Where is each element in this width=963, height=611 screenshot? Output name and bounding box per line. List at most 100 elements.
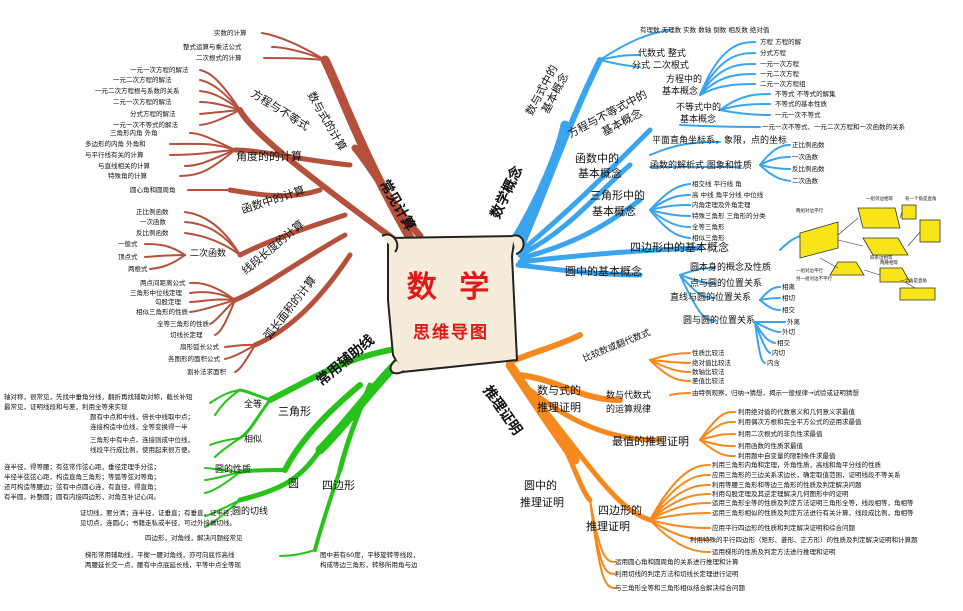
- leaf: 由特例观察，归纳→猜想，揭示一般规律→试验或证明猜想: [692, 389, 859, 397]
- leaf: 差值比较法: [692, 377, 725, 385]
- center-title: 数 学: [406, 270, 496, 305]
- note: 证切线，要分清；连半径，证垂直；有垂直，证半径；: [80, 509, 236, 517]
- leaf: 分式方程的解法: [130, 110, 176, 118]
- note: 连半径，得等腰；有弦常作弦心距，垂径定理手分弦；: [4, 463, 160, 471]
- leaf: 切线长定理: [170, 331, 203, 339]
- leaf: 外离: [787, 318, 800, 326]
- node-rule-1: 数与代数式: [606, 391, 652, 401]
- leaf: 分式 二次根式: [632, 61, 689, 71]
- leaf: 二元一次方程组: [760, 80, 806, 88]
- leaf: 运用圆心角和圆周角的关系进行推理和计算: [615, 558, 739, 566]
- leaf: 不等式的基本性质: [775, 100, 827, 108]
- leaf: 特殊角的计算: [108, 172, 147, 180]
- leaf: 利用二次根式的非负性求最值: [738, 430, 823, 438]
- leaf: 一元二次方程的解法: [113, 76, 172, 84]
- leaf: 平面直角坐标系，象限，点的坐标: [652, 136, 788, 146]
- leaf: 相似三角形的性质: [136, 308, 188, 316]
- leaf: 与平行线有关的计算: [85, 151, 144, 159]
- leaf: 整式运算与乘法公式: [183, 43, 242, 51]
- leaf: 特殊三角形 三角形的分类: [692, 212, 766, 220]
- leaf: 相离: [782, 283, 795, 291]
- node-circle-tangent: 圆的切线: [232, 507, 269, 517]
- diagram-label: 另一组对边不平行: [796, 277, 832, 282]
- node-eq-concept-1: 方程中的: [666, 75, 703, 85]
- leaf: 二元一次方程的解法: [113, 98, 172, 106]
- leaf: 相交: [777, 339, 790, 347]
- leaf: 点与圆的位置关系: [690, 279, 763, 289]
- note: 轴对称，很常见，先找中垂角分线，翻折再找辅助对称，截长补短: [4, 393, 193, 401]
- leaf: 一元一次不等式的解法: [113, 121, 178, 129]
- node-angle: 角度的的计算: [236, 150, 302, 163]
- leaf: 一元一次不等式: [775, 111, 821, 119]
- leaf: 割补法求面积: [187, 368, 226, 376]
- leaf: 运用三角形相似的性质及判定方法进行有关计算，线段成比例，角相等: [712, 509, 914, 517]
- note: 构成等边三角形，转移所用角与边: [320, 561, 418, 569]
- leaf: 一元一次不等式、一元二次方程和一次函数的关系: [762, 123, 905, 131]
- note: 连接构造中位线，全等变换得一半: [90, 423, 188, 431]
- node-circle-property: 圆的性质: [215, 465, 252, 475]
- leaf: 实数的计算: [214, 29, 247, 37]
- leaf: 三角形中位线定理: [130, 289, 182, 297]
- leaf: 利用题中自变量的限制条件求最值: [738, 452, 836, 460]
- leaf: 圆与圆的位置关系: [683, 316, 756, 326]
- leaf: 相切: [782, 294, 795, 302]
- leaf: 应用平行四边形的性质和判定解决证明和综合问题: [712, 524, 855, 532]
- note: 还可构造等腰边；弦有中点圆心连，有直径，得直角；: [4, 483, 160, 491]
- node-aux-circle: 圆: [288, 477, 299, 490]
- leaf: 利用切线的判定方法和切线长定理进行证明: [615, 570, 739, 578]
- leaf: 三角形内角 外角: [110, 129, 158, 137]
- note: 四边形，对角线，解决问题经常见: [145, 534, 243, 542]
- leaf: 内切: [772, 349, 785, 357]
- leaf: 利用勾股定理及其逆定理解决几何图形中的证明: [712, 490, 849, 498]
- diagram-label: 一个角是直角: [900, 279, 927, 284]
- leaf: 应用三角形的三边关系求边长，确定取值范围，证明线段不等关系: [712, 471, 901, 479]
- node-circle-proof-2: 推理证明: [520, 496, 564, 509]
- leaf: 反比例函数: [136, 229, 169, 237]
- leaf: 扇形弧长公式: [180, 343, 219, 351]
- leaf: 内含: [767, 359, 780, 367]
- node-circle-concept: 圆中的基本概念: [565, 265, 642, 278]
- leaf: 运用三角形全等的性质及判定方法证明三角形全等，线段相等，角相等: [712, 499, 914, 507]
- leaf: 圆本身的概念及性质: [690, 263, 772, 273]
- leaf: 函数的解析式 图象和性质: [650, 161, 752, 171]
- node-quad-proof-1: 四边形的: [598, 504, 642, 517]
- leaf: 二次根式的计算: [196, 54, 242, 62]
- node-quad-concept: 四边形中的基本概念: [630, 241, 729, 254]
- leaf: 全等三角形: [692, 223, 725, 231]
- leaf: 相交: [782, 306, 795, 314]
- center-subtitle: 思维导图: [413, 323, 489, 343]
- leaf: 一元二次方程: [760, 70, 799, 78]
- leaf: 一次函数: [140, 218, 166, 226]
- node-congruent: 全等: [244, 400, 263, 410]
- note: 有半圆，补整圆；圆有内接四边形，对角互补记心间。: [4, 493, 160, 501]
- leaf: 有理数 无理数 实数 数轴 倒数 相反数 绝对值: [640, 26, 770, 34]
- diagram-label: 四条边相等: [870, 256, 893, 261]
- center-paper: [381, 233, 525, 375]
- leaf: 利用三角形内角和定理，外角性质，高线和角平分线的性质: [712, 461, 881, 469]
- note: 最常见，证明线段和与差，利用全等来实现: [4, 403, 128, 411]
- node-extreme: 最值的推理证明: [612, 435, 689, 448]
- leaf: 多边形的内角 外角和: [85, 140, 146, 148]
- note: 半径半弦弦心距，构造直角三角形；等弧等弦对等角；: [4, 473, 160, 481]
- node-function-concept-2: 基本概念: [578, 167, 622, 180]
- node-circle-proof-1: 圆中的: [524, 479, 557, 492]
- leaf: 一元二次方程根与系数的关系: [95, 87, 180, 95]
- leaf: 不等式 不等式的解集: [775, 90, 836, 98]
- diagram-label: 两腰相等: [880, 261, 898, 266]
- leaf: 内角定理及外角定理: [692, 201, 751, 209]
- note: 线段平行成比例，使用起来很方便。: [90, 446, 194, 454]
- leaf: 两点间距离公式: [140, 279, 186, 287]
- node-triangle-concept-1: 三角形中的: [590, 189, 645, 202]
- leaf: 方程 方程的解: [760, 38, 802, 46]
- node-function-concept-1: 函数中的: [575, 152, 619, 165]
- node-aux-triangle: 三角形: [278, 405, 311, 418]
- note: 梯形常用辅助线，平衡一腰对角线，亦可向底作高线: [85, 551, 235, 559]
- leaf: 与直线相关的计算: [98, 162, 150, 170]
- leaf: 绝对值比较法: [692, 359, 731, 367]
- node-rule-2: 的运算规律: [606, 405, 652, 415]
- diagram-label: 一组对边平行: [796, 269, 823, 274]
- leaf: 一元一次方程的解法: [130, 66, 189, 74]
- node-ineq-concept: 不等式中的: [676, 103, 722, 113]
- leaf: 利用特殊的平行四边形（矩形、菱形、正方形）的性质及判定解决证明和计算题: [690, 536, 918, 544]
